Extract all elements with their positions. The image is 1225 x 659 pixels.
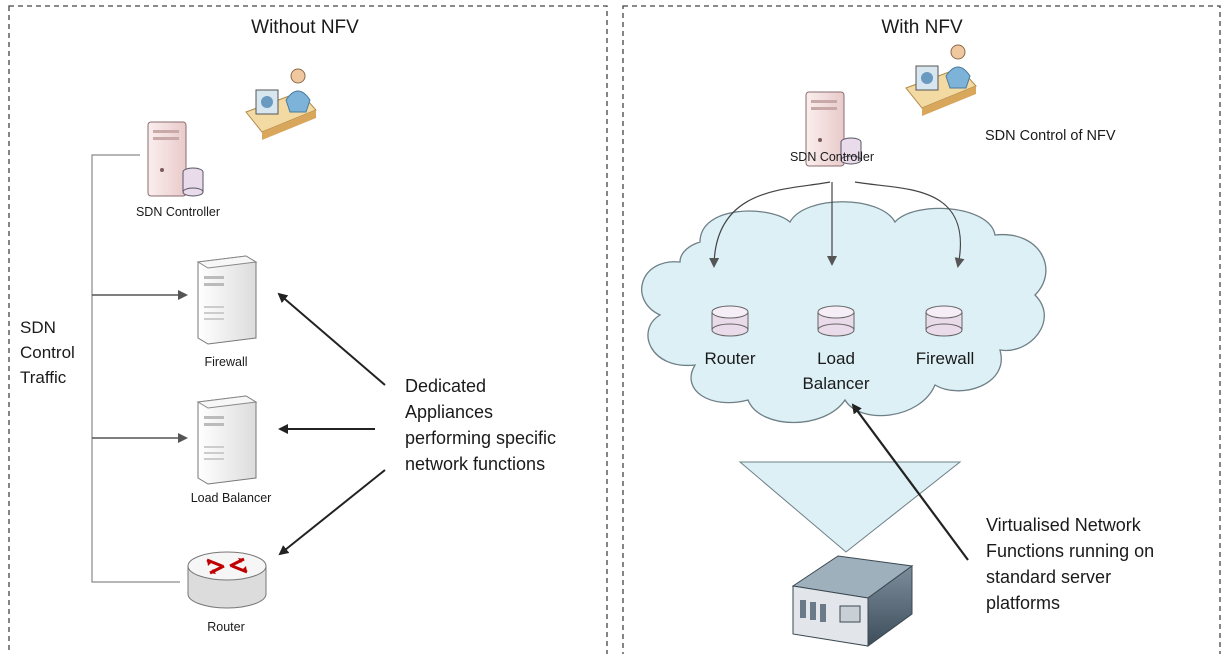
arrow-virtualised-to-vnf xyxy=(851,403,969,561)
right-panel-border xyxy=(622,5,1221,659)
left-panel-title: Without NFV xyxy=(251,17,359,38)
control-traffic-line-2: Control xyxy=(20,343,75,362)
router-label: Router xyxy=(207,620,245,634)
left-controller-server-icon xyxy=(147,121,204,197)
right-panel-title: With NFV xyxy=(881,17,963,38)
sdn-control-caption: SDN Control of NFV xyxy=(985,128,1116,144)
vnf-router-db-icon xyxy=(711,305,749,337)
rack-server-icon xyxy=(791,555,914,647)
left-panel-border xyxy=(8,5,608,659)
control-arrow-router xyxy=(709,181,831,268)
virtualised-functions-label: Virtualised Network Functions running on… xyxy=(986,512,1154,616)
appliances-line-4: network functions xyxy=(405,454,546,474)
left-control-traffic-connector xyxy=(91,154,180,583)
vnf-firewall-label: Firewall xyxy=(915,349,975,368)
dedicated-appliances-label: Dedicated Appliances performing specific… xyxy=(405,373,556,477)
control-arrow-firewall xyxy=(854,181,965,268)
virtualised-line-2: Functions running on xyxy=(986,541,1155,561)
appliances-line-3: performing specific xyxy=(405,428,557,448)
firewall-label: Firewall xyxy=(204,355,248,369)
vnf-lb-line-2: Balancer xyxy=(802,374,870,393)
virtualisation-beam xyxy=(738,461,962,553)
vnf-lb-line-1: Load xyxy=(817,349,855,368)
control-traffic-line-1: SDN xyxy=(20,318,56,337)
load-balancer-server-icon xyxy=(196,395,258,485)
load-balancer-label: Load Balancer xyxy=(190,491,272,505)
arrow-appliances-firewall xyxy=(277,292,386,386)
virtualised-line-4: platforms xyxy=(986,593,1061,613)
vnf-firewall-db-icon xyxy=(925,305,963,337)
right-controller-server-icon xyxy=(805,91,862,167)
right-admin-desk-icon xyxy=(905,44,977,116)
appliances-line-2: Appliances xyxy=(405,402,494,422)
virtualised-line-1: Virtualised Network xyxy=(986,515,1141,535)
vnf-router-label: Router xyxy=(704,349,756,368)
router-icon xyxy=(187,551,267,609)
firewall-server-icon xyxy=(196,255,258,345)
arrow-appliances-router xyxy=(278,469,386,556)
control-traffic-line-3: Traffic xyxy=(20,368,67,387)
left-admin-desk-icon xyxy=(245,68,317,140)
vnf-load-balancer-db-icon xyxy=(817,305,855,337)
virtualised-line-3: standard server xyxy=(986,567,1112,587)
appliances-line-1: Dedicated xyxy=(405,376,487,396)
left-controller-label: SDN Controller xyxy=(135,205,221,219)
control-traffic-label: SDN Control Traffic xyxy=(20,315,75,390)
right-controller-label: SDN Controller xyxy=(789,150,875,164)
vnf-load-balancer-label: Load Balancer xyxy=(790,346,882,396)
